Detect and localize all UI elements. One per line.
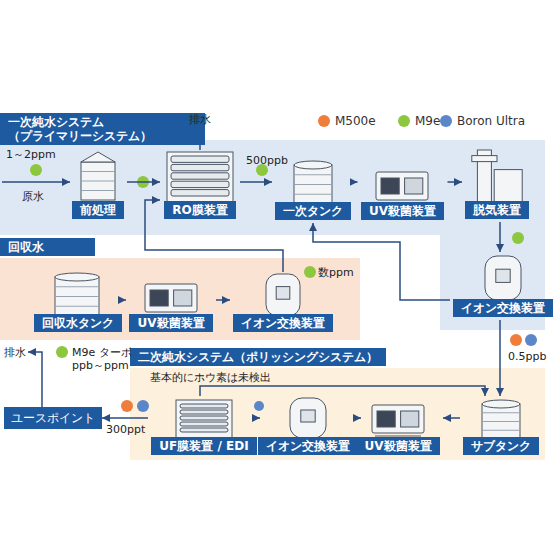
equipment-node: UV殺菌装置 <box>126 280 216 335</box>
vessel-icon <box>262 274 304 316</box>
node-label: UV殺菌装置 <box>356 437 439 455</box>
region-heading: 一次純水システム （プライマリーシステム） <box>0 113 205 145</box>
m9e-dot <box>56 346 68 358</box>
node-label: RO膜装置 <box>164 201 235 219</box>
flow-connector <box>102 417 148 419</box>
drain-outlet <box>28 352 42 407</box>
m9e-dot <box>512 232 524 244</box>
flow-connector <box>145 200 283 272</box>
equipment-node: UV殺菌装置 <box>353 396 443 458</box>
flow-connector <box>216 299 230 301</box>
cone-icon <box>81 152 115 200</box>
system-region: 回収水回収水タンク UV殺菌装置 イオン交換装置 <box>0 238 360 340</box>
legend-swatch <box>440 115 452 127</box>
m500e-dot <box>121 400 133 412</box>
annotation-label: M9e ターボ ppb～ppm <box>72 346 152 372</box>
uv-icon <box>372 405 424 436</box>
node-label: ユースポイント <box>11 411 95 425</box>
equipment-node: UF膜装置 / EDI <box>148 396 260 458</box>
flow-connector <box>353 417 361 419</box>
equipment-node: イオン交換装置 <box>450 252 556 320</box>
system-region: 二次純水システム（ポリッシングシステム） サブタンク UV殺菌装置イオン交換装置UF… <box>130 348 545 460</box>
node-label: 脱気装置 <box>465 201 529 219</box>
equipment-node: サブタンク <box>460 396 542 458</box>
ro-icon <box>176 400 232 438</box>
annotation-label: 原水 <box>22 190 44 203</box>
tank-icon <box>294 161 332 204</box>
system-region: 一次純水システム （プライマリーシステム） 前処理 RO膜装置 一次タンク UV殺菌装置… <box>0 113 545 330</box>
node-label: イオン交換装置 <box>453 299 553 317</box>
boron-dot <box>137 400 149 412</box>
flow-connector <box>200 386 485 396</box>
vessel-icon <box>286 398 330 438</box>
region-band <box>0 113 545 330</box>
node-label: 前処理 <box>72 201 124 219</box>
flow-connector <box>125 299 127 301</box>
equipment-node: 回収水タンク <box>31 270 125 335</box>
annotation-label: 1～2ppm <box>6 148 56 161</box>
node-label: イオン交換装置 <box>233 314 333 332</box>
tank-icon <box>482 400 520 439</box>
m9e-dot <box>304 266 316 278</box>
uv-icon <box>145 284 197 315</box>
measurement-dots <box>30 164 537 412</box>
flow-connector <box>127 181 160 183</box>
m500e-dot <box>510 334 522 346</box>
annotation-label: 0.5ppb <box>508 350 546 363</box>
legend-text: M9e <box>415 114 440 128</box>
legend-swatch <box>398 115 410 127</box>
node-label: 一次タンク <box>275 202 351 220</box>
equipment-node: イオン交換装置 <box>230 272 336 335</box>
equipment-node: 脱気装置 <box>462 150 532 222</box>
node-label: UV殺菌装置 <box>361 202 444 220</box>
node-label: イオン交換装置 <box>258 437 358 455</box>
uv-icon <box>376 172 428 203</box>
region-heading: 二次純水システム（ポリッシングシステム） <box>130 348 386 366</box>
flow-connector <box>443 417 460 419</box>
node-label: 回収水タンク <box>34 314 122 332</box>
legend-entry: M500e <box>318 114 376 128</box>
annotation-label: 500ppb <box>246 154 288 167</box>
region-band-shape <box>0 258 360 340</box>
equipment-node: RO膜装置 <box>160 150 240 222</box>
raw-water-inlet <box>2 181 70 183</box>
flow-connector <box>499 320 501 396</box>
ro-icon <box>167 152 233 202</box>
legend-text: Boron Ultra <box>457 114 525 128</box>
annotation-label: 数ppm <box>318 266 354 279</box>
flow-connector <box>240 181 272 183</box>
degas-icon <box>472 150 522 206</box>
annotation-label: 基本的にホウ素は未検出 <box>150 371 271 384</box>
legend-entry: M9e <box>398 114 440 128</box>
flow-connector <box>448 181 463 183</box>
node-label: UF膜装置 / EDI <box>151 437 256 455</box>
annotation-label: 300ppt <box>106 423 145 436</box>
boron-dot <box>525 334 537 346</box>
use-point-box: ユースポイント <box>4 407 102 429</box>
flow-connector <box>313 223 450 300</box>
flow-connector <box>499 222 501 252</box>
node-label: UV殺菌装置 <box>129 314 212 332</box>
flow-connector <box>354 181 358 183</box>
equipment-node: UV殺菌装置 <box>358 165 448 223</box>
legend-text: M500e <box>335 114 376 128</box>
equipment-node: 前処理 <box>69 150 127 222</box>
annotation-label: 排水 <box>189 113 211 126</box>
tank-icon <box>55 273 99 316</box>
m9e-dot <box>30 164 42 176</box>
legend-entry: Boron Ultra <box>440 114 525 128</box>
region-band-shape <box>130 368 545 460</box>
vessel-icon <box>481 256 525 300</box>
region-heading: 回収水 <box>0 238 95 256</box>
node-label: サブタンク <box>463 437 539 455</box>
annotation-label: 排水 <box>4 346 26 359</box>
flow-connector <box>255 417 260 419</box>
legend-swatch <box>318 115 330 127</box>
boron-dot <box>254 401 264 411</box>
equipment-node: イオン交換装置 <box>255 396 361 458</box>
